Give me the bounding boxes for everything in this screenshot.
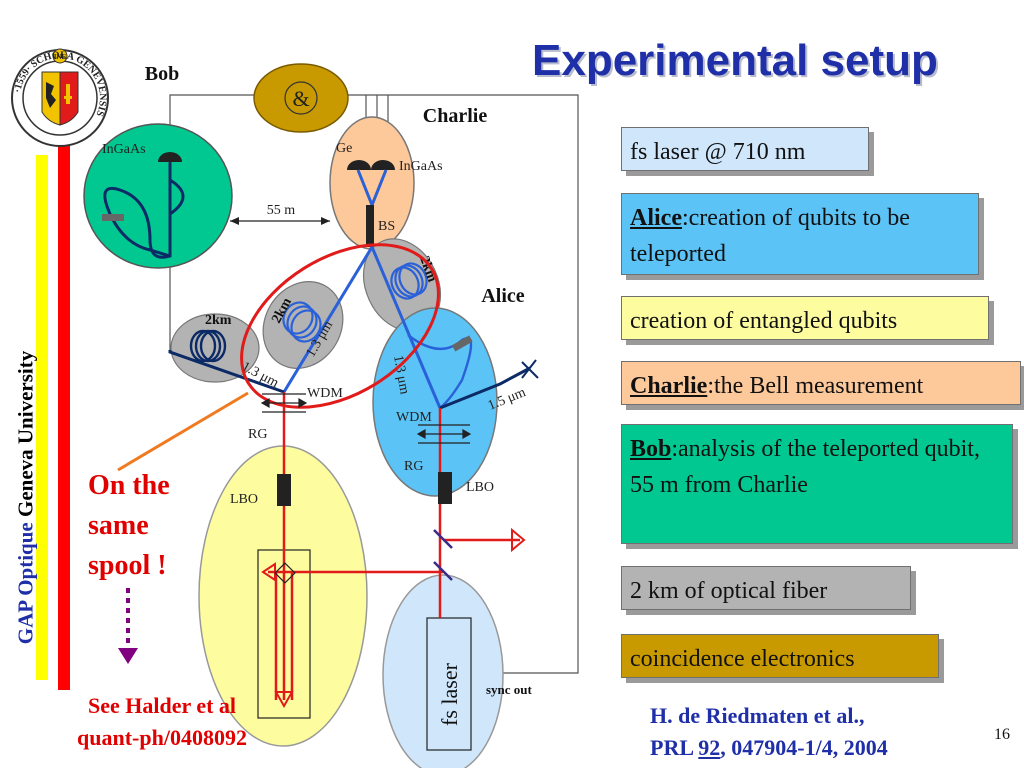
bob-detector-label: InGaAs bbox=[102, 142, 146, 157]
page-number: 16 bbox=[994, 726, 1010, 743]
legend-alice: Alice:creation of qubits to be teleporte… bbox=[621, 193, 979, 275]
alice-input-connector-icon bbox=[521, 359, 539, 379]
alice-wavelength-label: 1.3 μm bbox=[390, 354, 412, 396]
same-spool-note-line2: same bbox=[88, 510, 149, 541]
seal-inner-text: INE bbox=[54, 53, 67, 61]
alice-wdm-label: WDM bbox=[396, 410, 432, 425]
left-wdm-label: WDM bbox=[307, 386, 343, 401]
alice-interferometer-fiber bbox=[407, 334, 473, 409]
charlie-detector-icons bbox=[347, 160, 395, 170]
charlie-ge-detector-label: Ge bbox=[336, 141, 352, 156]
alice-lbo-label: LBO bbox=[466, 480, 494, 495]
delay-line-mirror bbox=[274, 562, 296, 584]
citation-journal-name: PRL bbox=[650, 735, 699, 760]
same-spool-note-line1: On the bbox=[88, 470, 170, 501]
mirror-lower bbox=[433, 561, 453, 581]
legend-alice-bold: Alice bbox=[630, 205, 682, 231]
sidebar-university-name: Geneva University bbox=[13, 350, 38, 518]
sidebar-affiliation: GAP Optique Geneva University bbox=[8, 330, 38, 670]
university-seal-logo: INE ·1559· SCHOLA GENEVENSIS bbox=[11, 48, 109, 147]
legend-charlie-bold: Charlie bbox=[630, 373, 708, 399]
legend-alice-text: :creation of qubits to be teleported bbox=[630, 205, 910, 267]
legend-bob: Bob:analysis of the teleported qubit, 55… bbox=[621, 424, 1013, 544]
sidebar-lab-name: GAP Optique bbox=[13, 522, 38, 645]
legend-fiber-text: 2 km of optical fiber bbox=[630, 578, 828, 604]
citation-journal: PRL 92, 047904-1/4, 2004 bbox=[650, 732, 888, 764]
bob-phase-modulator bbox=[102, 214, 124, 221]
legend-charlie-text: :the Bell measurement bbox=[707, 373, 924, 399]
beam-splitter bbox=[366, 205, 374, 247]
legend-coincidence: coincidence electronics bbox=[621, 634, 939, 678]
lbo-crystal-alice bbox=[438, 472, 452, 504]
alice-phase-modulator bbox=[451, 335, 473, 352]
left-lbo-label: LBO bbox=[230, 492, 258, 507]
citation-pages-year: , 047904-1/4, 2004 bbox=[720, 735, 888, 760]
alice-rg-label: RG bbox=[404, 459, 423, 474]
coincidence-symbol: & bbox=[292, 86, 309, 111]
legend-entangled-text: creation of entangled qubits bbox=[630, 308, 898, 334]
coincidence-electronics bbox=[253, 63, 349, 133]
right-beam-arrow-icon bbox=[511, 527, 526, 553]
rg-filter-alice bbox=[416, 424, 472, 444]
same-spool-note-line3: spool ! bbox=[88, 550, 167, 581]
legend-fs-laser-text: fs laser @ 710 nm bbox=[630, 139, 806, 165]
mirror-upper bbox=[433, 529, 453, 549]
bob-label: Bob bbox=[145, 63, 179, 85]
red-sidebar-bar bbox=[58, 145, 70, 690]
bob-interferometer-fiber bbox=[103, 162, 172, 259]
charlie-ingaas-detector-label: InGaAs bbox=[399, 159, 443, 174]
reference-arrow-head-icon bbox=[118, 648, 138, 664]
legend-entangled: creation of entangled qubits bbox=[621, 296, 989, 340]
beam-splitter-label: BS bbox=[378, 219, 395, 234]
charlie-label: Charlie bbox=[423, 105, 488, 127]
lbo-crystal-left bbox=[277, 474, 291, 506]
page-title: Experimental setup bbox=[532, 36, 938, 85]
legend-fiber: 2 km of optical fiber bbox=[621, 566, 911, 610]
halder-reference-line1: See Halder et al bbox=[87, 693, 237, 718]
legend-charlie: Charlie:the Bell measurement bbox=[621, 361, 1021, 405]
fiber-spool-entangled bbox=[262, 281, 344, 369]
bob-detector-icon bbox=[158, 152, 182, 162]
citation-authors: H. de Riedmaten et al., bbox=[650, 703, 865, 728]
entanglement-highlight-ellipse bbox=[240, 243, 440, 409]
legend-bob-text: :analysis of the teleported qubit, 55 m … bbox=[630, 436, 980, 498]
same-spool-note: On the same spool ! bbox=[88, 466, 170, 586]
left-rg-label: RG bbox=[248, 427, 267, 442]
citation: H. de Riedmaten et al., PRL 92, 047904-1… bbox=[650, 700, 888, 764]
sync-out-label: sync out bbox=[486, 682, 533, 697]
left-beam-arrow-icon bbox=[261, 562, 276, 582]
yellow-sidebar-bar bbox=[36, 155, 48, 680]
halder-reference: See Halder et al quant-ph/0408092 bbox=[54, 690, 270, 754]
fs-laser-box bbox=[426, 617, 472, 751]
legend-fs-laser: fs laser @ 710 nm bbox=[621, 127, 869, 171]
rg-filter-left bbox=[260, 393, 308, 413]
legend-bob-bold: Bob bbox=[630, 436, 672, 462]
legend-coincidence-text: coincidence electronics bbox=[630, 646, 855, 672]
distance-label: 55 m bbox=[267, 203, 296, 218]
citation-volume: 92 bbox=[698, 735, 721, 760]
alice-station bbox=[372, 307, 498, 497]
same-spool-pointer-line bbox=[117, 391, 249, 472]
fs-laser-label: fs laser bbox=[437, 662, 462, 726]
spool-bob-label: 2km bbox=[205, 313, 232, 328]
halder-reference-line2: quant-ph/0408092 bbox=[77, 725, 247, 750]
alice-label: Alice bbox=[481, 285, 524, 307]
delay-beam-arrow-icon bbox=[274, 691, 294, 709]
